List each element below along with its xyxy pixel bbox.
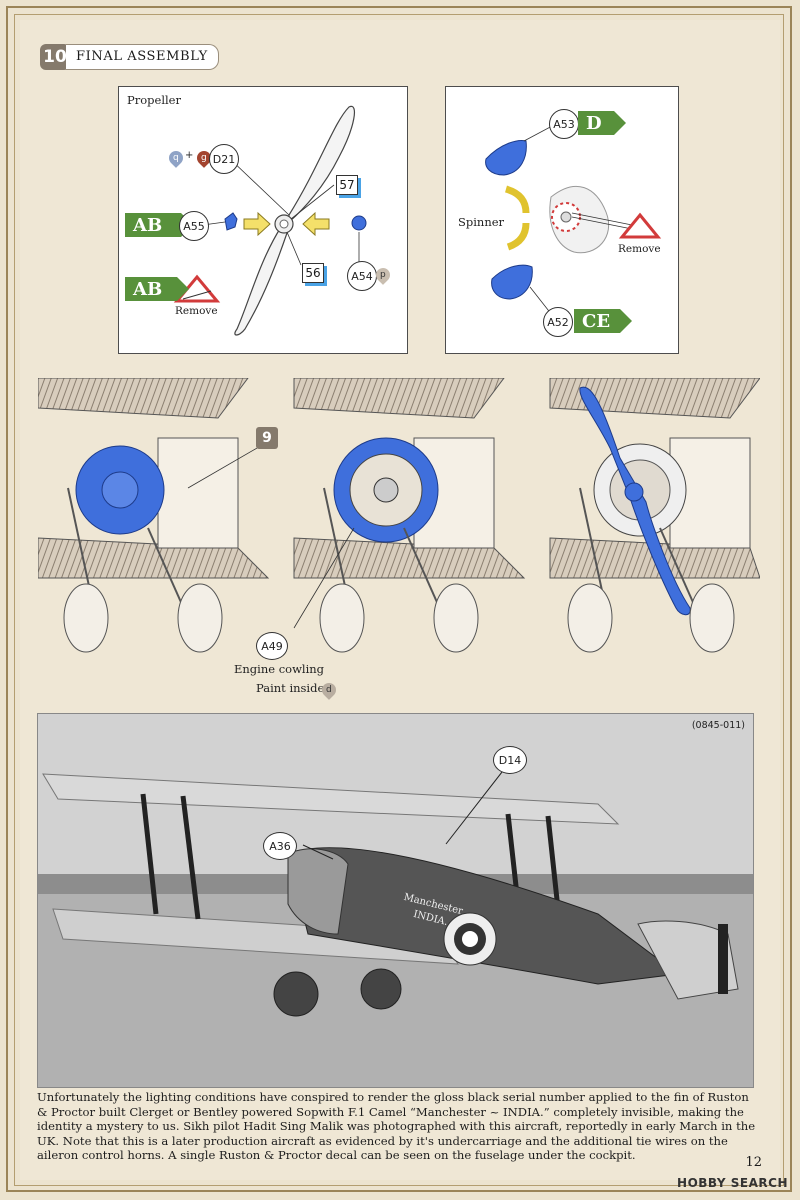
propeller-drawing bbox=[173, 105, 367, 336]
remove-label: Remove bbox=[175, 305, 218, 317]
paint-inside-label: Paint inside bbox=[256, 681, 325, 695]
reference-photo: (0845-011) D14 A36 Manchester INDIA. bbox=[37, 713, 754, 1088]
part-d21: D21 bbox=[209, 144, 239, 174]
engine-view-3 bbox=[549, 378, 760, 653]
page-number: 12 bbox=[745, 1155, 762, 1170]
decal-tag-ce: CE bbox=[574, 309, 632, 333]
spinner-title: Spinner bbox=[458, 215, 505, 229]
part-a53: A53 bbox=[549, 109, 579, 139]
part-d14: D14 bbox=[493, 746, 527, 774]
step-header: 10 FINAL ASSEMBLY bbox=[40, 44, 219, 70]
decal-tag-ab-1: AB bbox=[125, 213, 193, 237]
part-a49: A49 bbox=[256, 632, 288, 660]
propeller-panel: Propeller q + g D21 57 56 AB A55 A54 p A… bbox=[118, 86, 408, 354]
spinner-panel: A53 D Spinner Remove A52 CE bbox=[445, 86, 679, 354]
watermark: HOBBY SEARCH bbox=[677, 1176, 788, 1190]
engine-cowling-label: Engine cowling bbox=[234, 662, 325, 676]
reference-step-9: 9 bbox=[256, 427, 278, 449]
engine-view-1 bbox=[38, 378, 270, 653]
spinner-remove-label: Remove bbox=[618, 243, 661, 255]
decal-57: 57 bbox=[336, 175, 358, 195]
decal-tag-ab-2: AB bbox=[125, 277, 189, 301]
photo-caption: Unfortunately the lighting conditions ha… bbox=[37, 1090, 756, 1163]
camel-photo-drawing bbox=[38, 714, 753, 1087]
part-a52: A52 bbox=[543, 307, 573, 337]
part-a55: A55 bbox=[179, 211, 209, 241]
plus-sign: + bbox=[185, 150, 194, 161]
engine-assembly-views bbox=[38, 378, 760, 653]
spinner-drawing bbox=[485, 124, 662, 316]
page-inner-border bbox=[14, 14, 784, 1186]
propeller-title: Propeller bbox=[127, 93, 181, 107]
decal-tag-d: D bbox=[578, 111, 626, 135]
engine-view-2 bbox=[293, 378, 526, 653]
photo-reference-number: (0845-011) bbox=[691, 720, 745, 731]
step-title: FINAL ASSEMBLY bbox=[66, 44, 219, 70]
decal-56: 56 bbox=[302, 263, 324, 283]
step-number: 10 bbox=[40, 44, 70, 70]
part-a54: A54 bbox=[347, 261, 377, 291]
part-a36: A36 bbox=[263, 832, 297, 860]
page-border bbox=[6, 6, 792, 1192]
